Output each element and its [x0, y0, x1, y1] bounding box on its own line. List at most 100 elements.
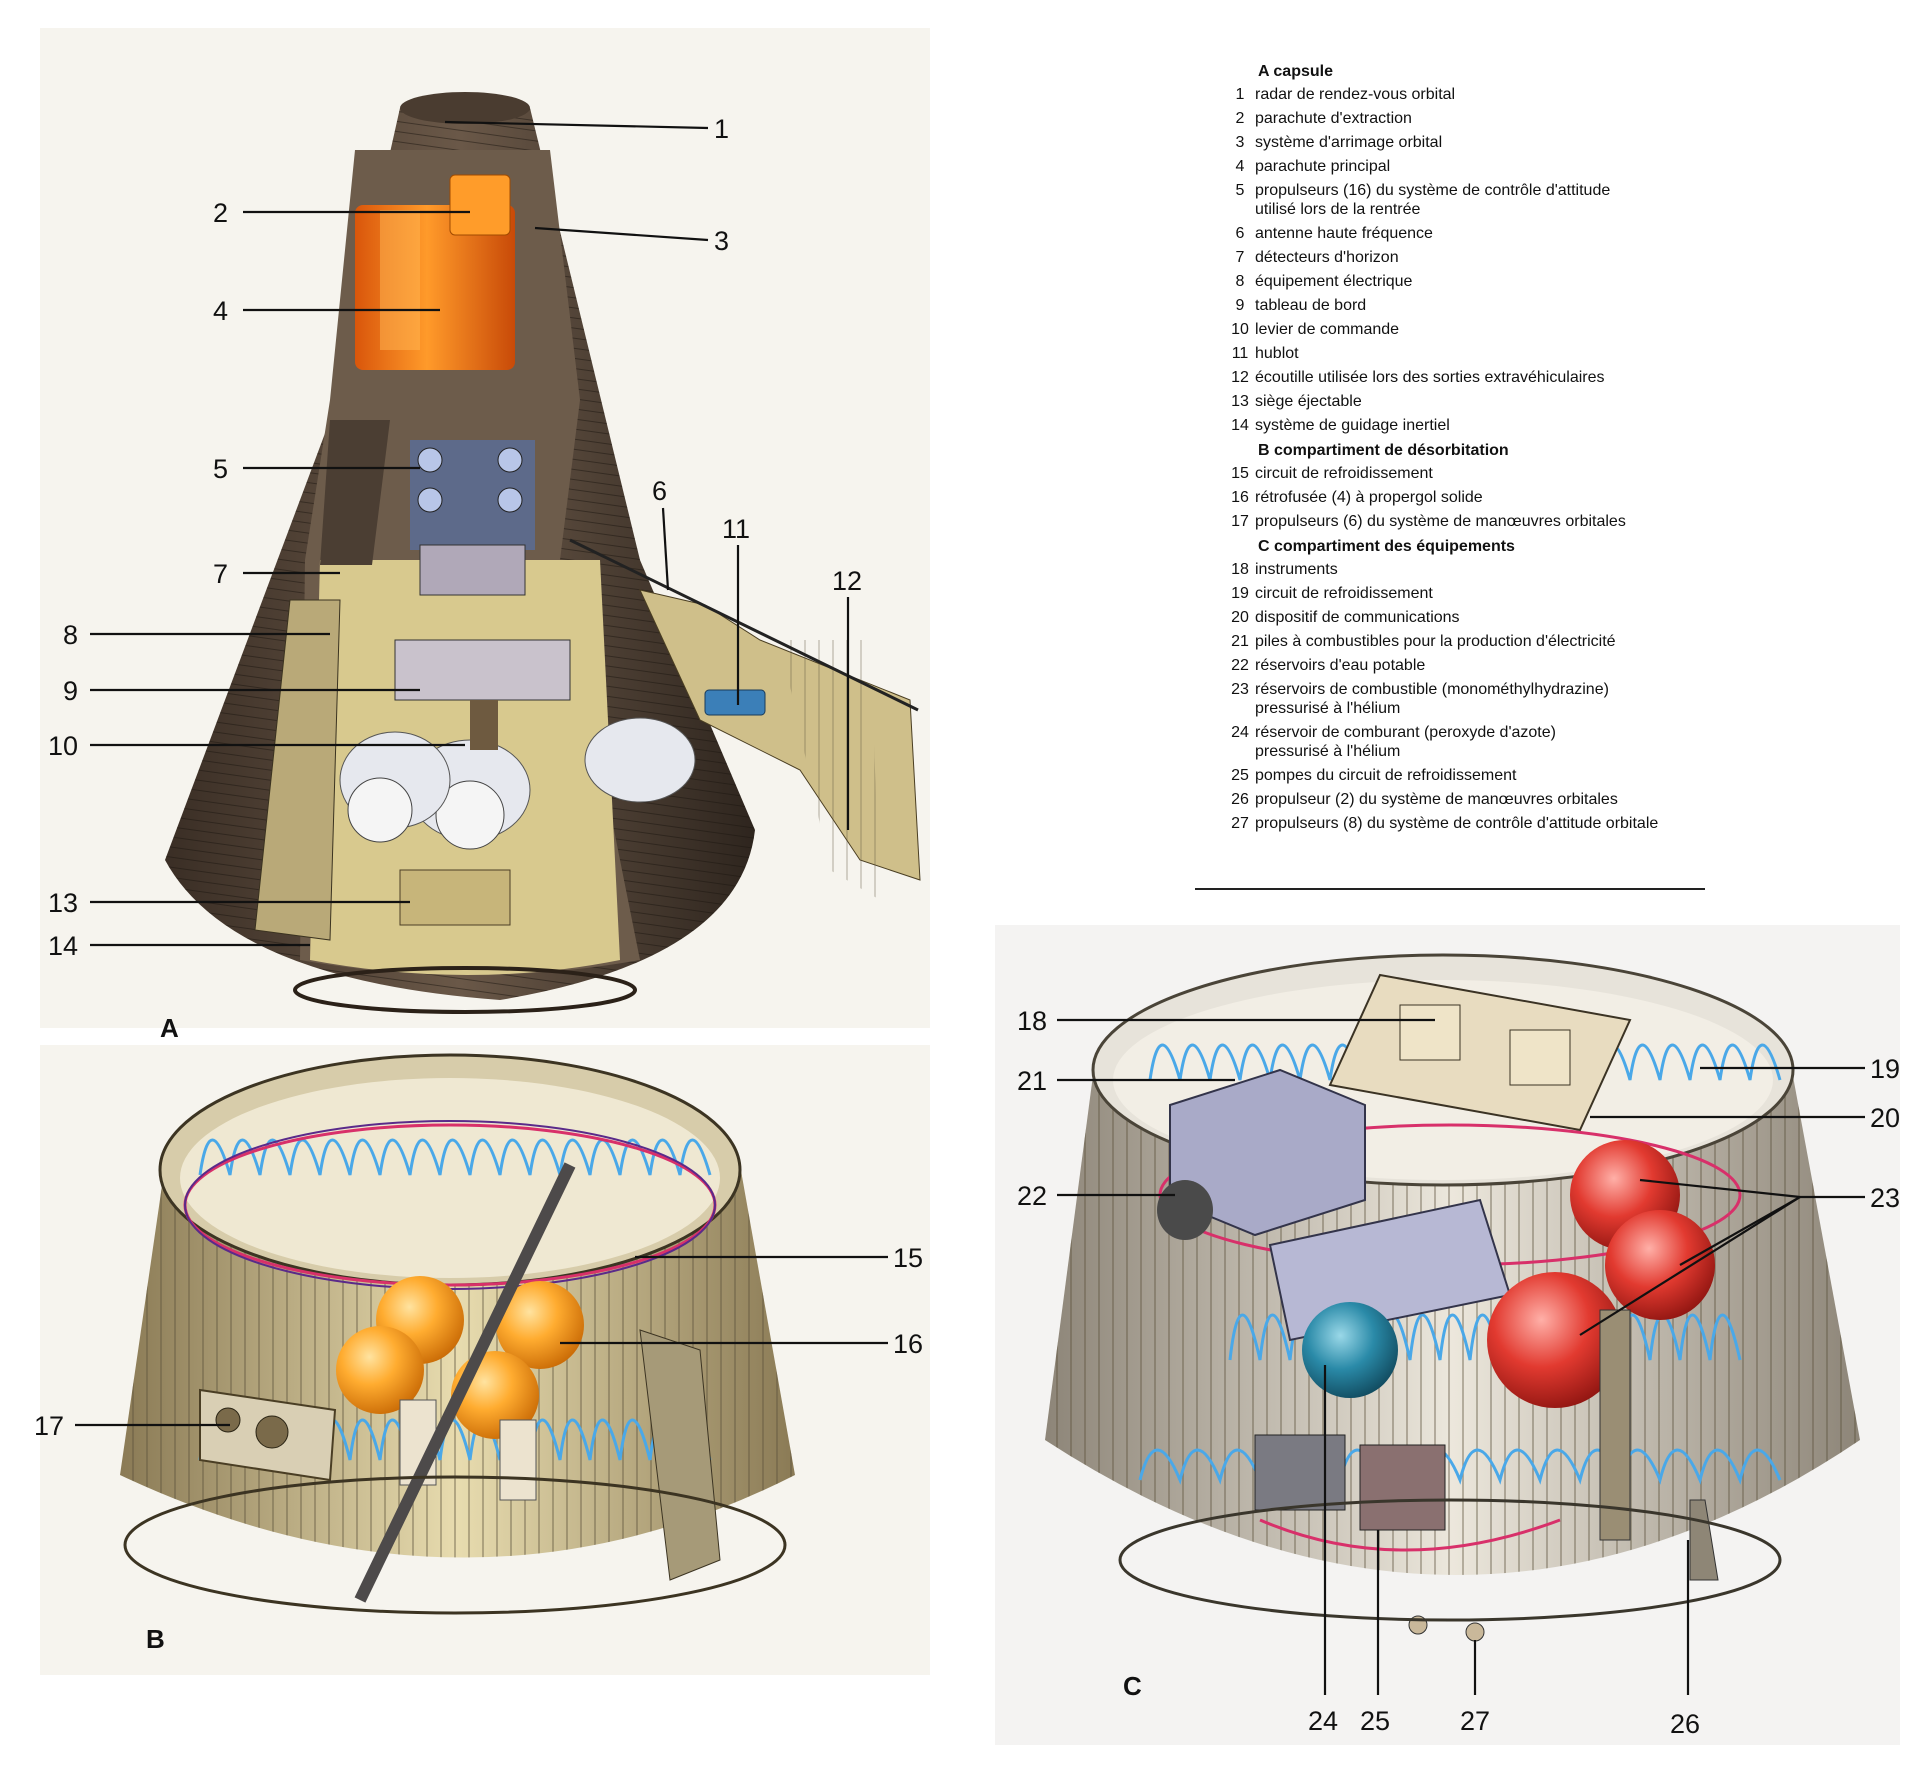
legend-item-label: propulseurs (8) du système de contrôle d… [1255, 815, 1659, 832]
legend-item-number: 24 [1231, 724, 1249, 741]
panel-letter-b: B [146, 1624, 165, 1654]
legend-group-title: B compartiment de désorbitation [1258, 442, 1509, 459]
legend-item-label: instruments [1255, 561, 1338, 578]
legend-item-number: 12 [1231, 369, 1249, 386]
legend-item-number: 23 [1231, 681, 1249, 698]
callout-26: 26 [1670, 1709, 1700, 1739]
legend-item-number: 22 [1231, 657, 1249, 674]
callout-19: 19 [1870, 1054, 1900, 1084]
legend-item: 23 réservoirs de combustible (monométhylh… [1225, 680, 1695, 718]
legend-item-label: hublot [1255, 345, 1299, 362]
callout-13: 13 [48, 888, 78, 918]
leader-lines [75, 120, 1865, 1695]
legend-group-title: A capsule [1258, 63, 1333, 80]
legend-item-label: système de guidage inertiel [1255, 417, 1450, 434]
legend-item: 25 pompes du circuit de refroidissement [1225, 766, 1695, 785]
callout-23: 23 [1870, 1183, 1900, 1213]
legend-item: 8 équipement électrique [1225, 272, 1695, 291]
legend-item-label: rétrofusée (4) à propergol solide [1255, 489, 1483, 506]
legend-item-number: 8 [1235, 273, 1245, 290]
legend-item-number: 2 [1235, 110, 1245, 127]
legend-item: 15 circuit de refroidissement [1225, 464, 1695, 483]
legend-item-number: 15 [1231, 465, 1249, 482]
legend-item: 13 siège éjectable [1225, 392, 1695, 411]
legend-item: 9 tableau de bord [1225, 296, 1695, 315]
legend-item: 6 antenne haute fréquence [1225, 224, 1695, 243]
legend-item-label: circuit de refroidissement [1255, 585, 1433, 602]
callout-2: 2 [213, 198, 228, 228]
callout-4: 4 [213, 296, 228, 326]
panel-letter-c: C [1123, 1671, 1142, 1701]
legend-item-label: réservoirs de combustible (monométhylhyd… [1255, 681, 1609, 717]
legend-item-label: levier de commande [1255, 321, 1400, 338]
callout-9: 9 [63, 676, 78, 706]
legend-item-label: parachute d'extraction [1255, 110, 1412, 127]
legend-item-number: 9 [1235, 297, 1245, 314]
legend-item: 18 instruments [1225, 560, 1695, 579]
legend-item-label: tableau de bord [1255, 297, 1367, 314]
legend-item-number: 14 [1231, 417, 1249, 434]
legend-item-label: réservoir de comburant (peroxyde d'azote… [1255, 724, 1556, 760]
legend-item-label: détecteurs d'horizon [1255, 249, 1399, 266]
legend-group-title: C compartiment des équipements [1258, 538, 1515, 555]
callout-17: 17 [34, 1411, 64, 1441]
callout-24: 24 [1308, 1706, 1338, 1736]
callout-16: 16 [893, 1329, 923, 1359]
legend-item-number: 16 [1231, 489, 1249, 506]
panel-b-retro-section-illustration [40, 1045, 930, 1675]
legend-item-number: 6 [1235, 225, 1245, 242]
legend-item: 16 rétrofusée (4) à propergol solide [1225, 488, 1695, 507]
legend-divider [1195, 888, 1705, 890]
legend-item: 20 dispositif de communications [1225, 608, 1695, 627]
legend-item-label: propulseurs (6) du système de manœuvres … [1255, 513, 1626, 530]
legend-item: 3 système d'arrimage orbital [1225, 133, 1695, 152]
legend-item-label: équipement électrique [1255, 273, 1413, 290]
legend-item-label: radar de rendez-vous orbital [1255, 86, 1456, 103]
callout-1: 1 [714, 114, 729, 144]
callout-8: 8 [63, 620, 78, 650]
legend-item-label: dispositif de communications [1255, 609, 1460, 626]
legend-item-number: 20 [1231, 609, 1249, 626]
callout-15: 15 [893, 1243, 923, 1273]
callout-11: 11 [722, 514, 750, 544]
callout-25: 25 [1360, 1706, 1390, 1736]
callout-5: 5 [213, 454, 228, 484]
legend-item-number: 26 [1231, 791, 1249, 808]
callout-7: 7 [213, 559, 228, 589]
legend-item-label: écoutille utilisée lors des sorties extr… [1255, 369, 1605, 386]
callout-numbers: 1 2 3 4 5 6 7 8 9 10 11 12 13 14 15 16 1… [34, 114, 1900, 1739]
legend-item: 17 propulseurs (6) du système de manœuvre… [1225, 512, 1695, 531]
legend-item-number: 17 [1231, 513, 1249, 530]
legend-item-label: propulseur (2) du système de manœuvres o… [1255, 791, 1618, 808]
callout-20: 20 [1870, 1103, 1900, 1133]
panel-a-capsule-illustration [40, 28, 930, 1028]
legend-item-number: 21 [1231, 633, 1249, 650]
panel-c-equipment-section-illustration [995, 925, 1900, 1745]
legend-item-label: système d'arrimage orbital [1255, 134, 1443, 151]
legend-item-number: 5 [1235, 182, 1245, 199]
legend-item: 22 réservoirs d'eau potable [1225, 656, 1695, 675]
legend-item-number: 11 [1231, 345, 1249, 362]
callout-27: 27 [1460, 1706, 1490, 1736]
legend-item-number: 25 [1231, 767, 1249, 784]
legend-item-label: circuit de refroidissement [1255, 465, 1433, 482]
legend-item-label: réservoirs d'eau potable [1255, 657, 1426, 674]
legend-item: 24 réservoir de comburant (peroxyde d'azo… [1225, 723, 1695, 761]
legend-item: 14 système de guidage inertiel [1225, 416, 1695, 435]
legend-item: 11 hublot [1225, 344, 1695, 363]
legend-item-label: pompes du circuit de refroidissement [1255, 767, 1517, 784]
legend-item-label: antenne haute fréquence [1255, 225, 1433, 242]
legend-item-number: 3 [1235, 134, 1245, 151]
legend-item-number: 13 [1231, 393, 1249, 410]
legend-item-label: siège éjectable [1255, 393, 1362, 410]
legend-item-number: 18 [1231, 561, 1249, 578]
legend-item-label: parachute principal [1255, 158, 1391, 175]
legend-item-number: 27 [1231, 815, 1249, 832]
